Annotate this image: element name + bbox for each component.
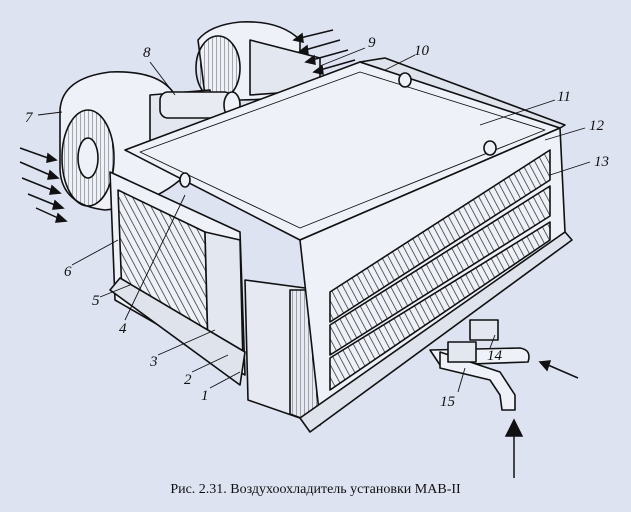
callout-7: 7	[25, 110, 34, 126]
callout-4: 4	[119, 321, 127, 337]
callout-numbers: 1 2 3 4 5 6 7 8 9 10 11 12 13 14 15	[25, 35, 609, 410]
figure-caption: Рис. 2.31. Воздухоохладитель установки М…	[170, 482, 461, 497]
callout-14: 14	[487, 348, 503, 364]
callout-8: 8	[143, 45, 151, 61]
callout-12: 12	[589, 118, 605, 134]
base-frame	[299, 231, 573, 433]
pipes	[429, 319, 530, 411]
callout-6: 6	[64, 264, 72, 280]
callout-3: 3	[149, 354, 158, 370]
callout-13: 13	[594, 154, 609, 170]
right-fan	[195, 21, 321, 101]
callout-5: 5	[92, 293, 100, 309]
callout-1: 1	[201, 388, 209, 404]
leader-lines	[37, 47, 591, 393]
air-cooler-diagram: 1 2 3 4 5 6 7 8 9 10 11 12 13 14 15	[19, 21, 609, 478]
callout-2: 2	[184, 372, 192, 388]
callout-9: 9	[368, 35, 376, 51]
callout-10: 10	[414, 43, 430, 59]
airflow-arrows	[19, 29, 579, 478]
callout-15: 15	[440, 394, 456, 410]
callout-11: 11	[557, 89, 571, 105]
